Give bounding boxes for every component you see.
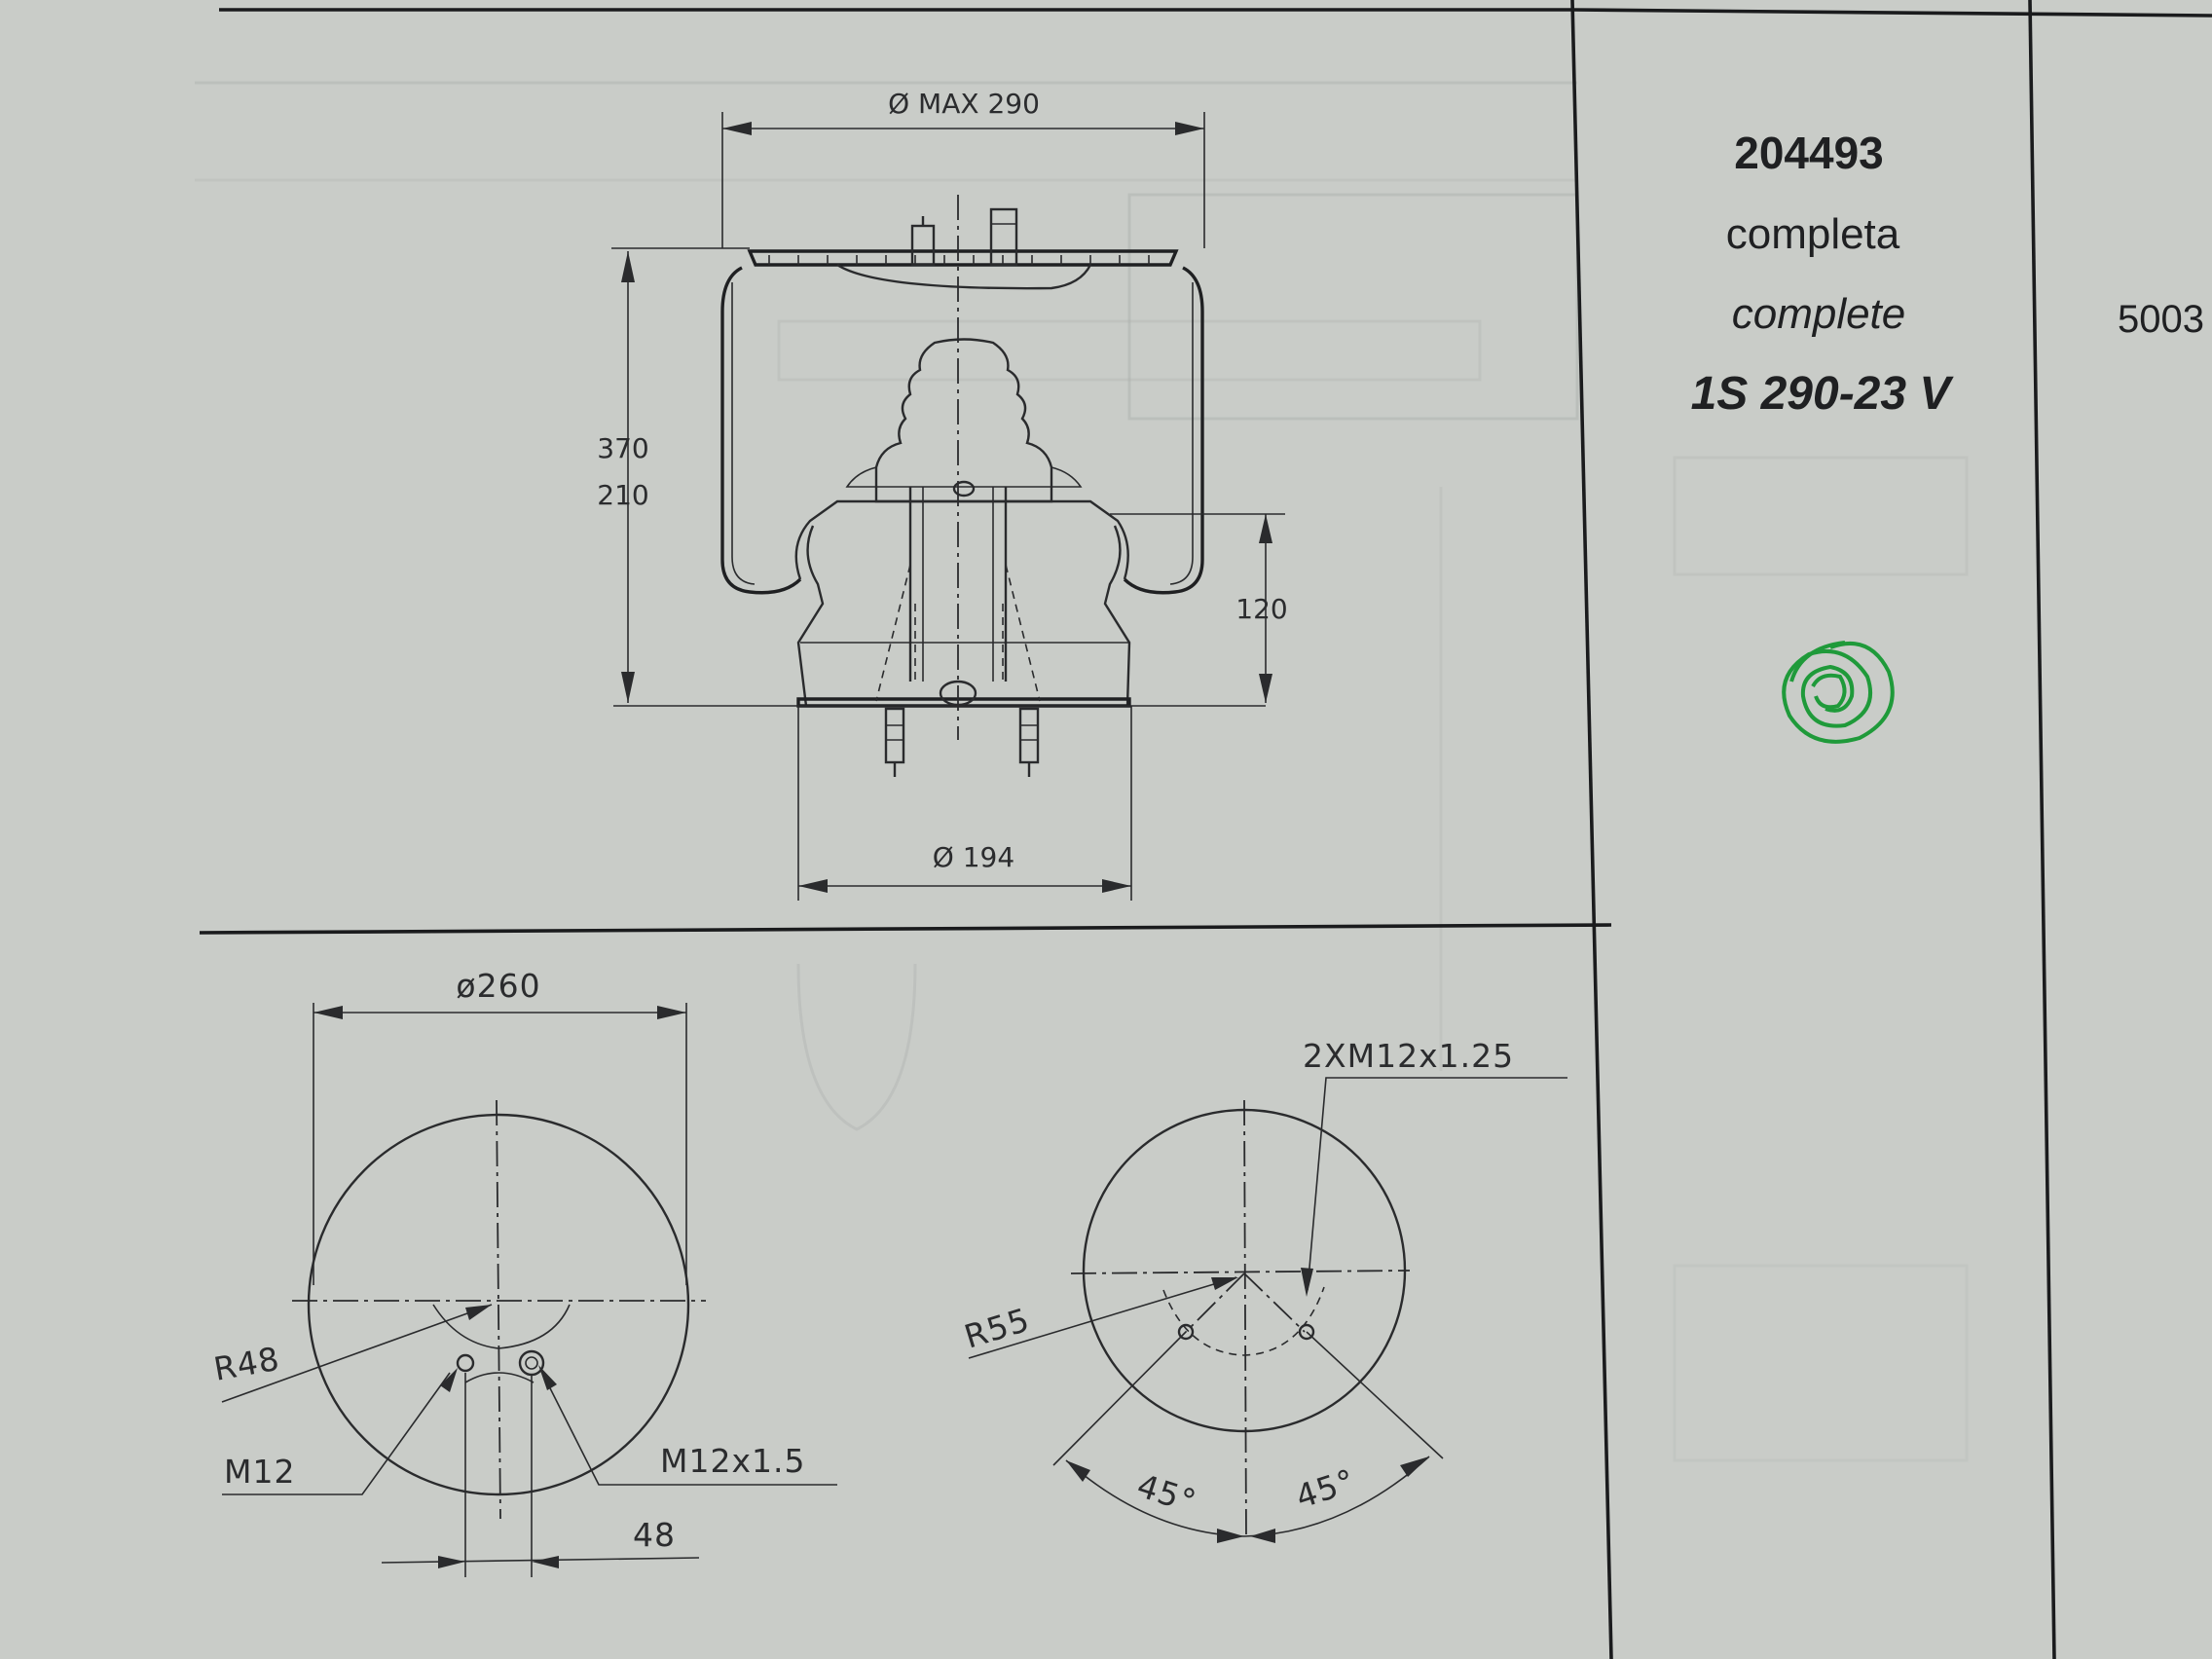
top-plate-drawing: ø260 R48 M12 M12x1.5 48 <box>211 967 837 1577</box>
table-frame <box>199 0 2212 1659</box>
dim-min-height: 210 <box>597 479 648 511</box>
bottom-plate-drawing: 2XM12x1.25 R55 45° 45° <box>960 1037 1567 1543</box>
side-view-drawing: Ø MAX 290 <box>597 88 1288 901</box>
dim-top-plate-diameter: ø260 <box>456 967 540 1005</box>
dim-piston-diameter: Ø 194 <box>933 841 1014 873</box>
next-column-code: 5003 <box>2118 298 2204 341</box>
product-code: 204493 <box>1734 128 1884 178</box>
product-desc-en: complete <box>1732 290 1906 338</box>
dim-piston-height: 120 <box>1235 593 1287 625</box>
dim-max-height: 370 <box>597 432 648 464</box>
product-desc-it: completa <box>1726 210 1900 258</box>
dim-hole-offset: 48 <box>633 1516 676 1554</box>
dim-max-diameter: Ø MAX 290 <box>888 88 1040 120</box>
product-model: 1S 290-23 V <box>1691 368 1955 420</box>
label-angle-left: 45° <box>1132 1466 1201 1521</box>
label-thread-large: M12x1.5 <box>660 1442 805 1480</box>
label-radius-top: R48 <box>211 1340 283 1388</box>
label-angle-right: 45° <box>1291 1461 1360 1516</box>
label-radius-bottom: R55 <box>960 1300 1034 1355</box>
product-info: 204493 completa complete 1S 290-23 V 500… <box>1691 128 2204 744</box>
paper-show-through <box>195 81 1969 1462</box>
label-bottom-threads: 2XM12x1.25 <box>1303 1037 1514 1075</box>
green-scribble-stamp <box>1782 641 1895 744</box>
label-thread-small: M12 <box>224 1453 295 1491</box>
